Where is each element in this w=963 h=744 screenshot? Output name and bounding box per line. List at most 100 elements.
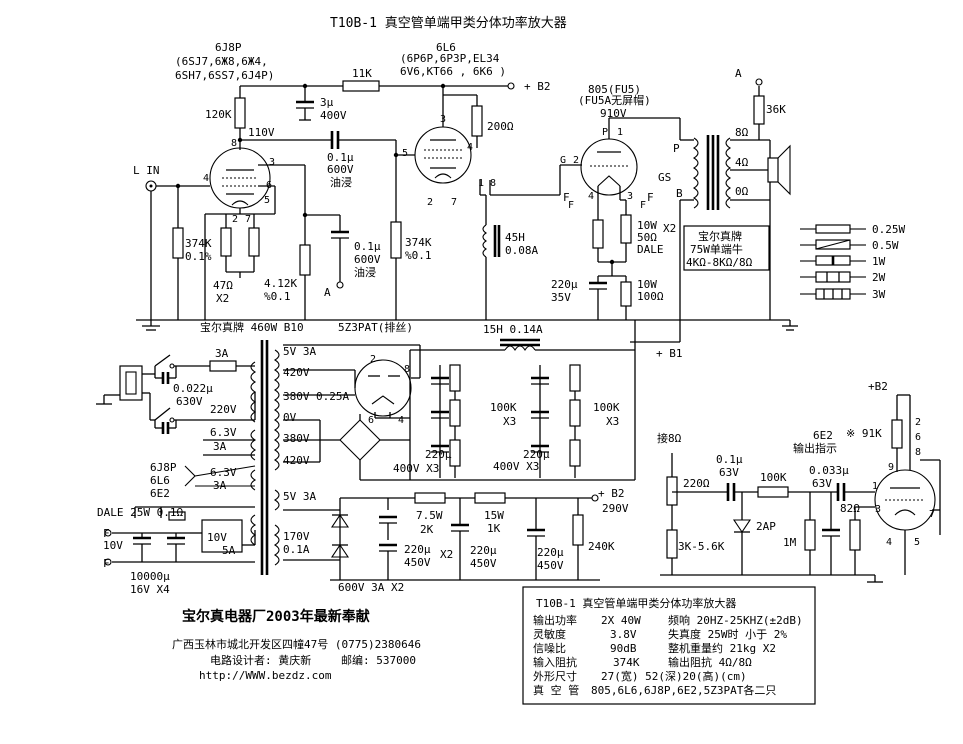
pin: 6: [915, 432, 921, 443]
maker-designer: 电路设计者: 黄庆新: [210, 653, 311, 667]
pin: 9: [888, 462, 894, 473]
sec-label: 5V 3A: [283, 490, 316, 503]
r2k-label: 2K: [420, 523, 434, 536]
gs-label: GS: [658, 171, 671, 184]
sec-label: 0V: [283, 411, 297, 424]
spec-table: T10B-1 真空管单端甲类分体功率放大器 输出功率 2X 40W 频响 20H…: [522, 586, 816, 705]
r82-label: 82Ω: [840, 502, 860, 515]
c0022v-label: 630V: [176, 395, 203, 408]
pin: 4: [398, 415, 404, 426]
choke1b-label: 0.08A: [505, 244, 538, 257]
pin: P: [602, 127, 608, 138]
fil-tube: 6J8P: [150, 461, 177, 474]
c01-2v-label: 600V: [354, 253, 381, 266]
tube-subs: 输出指示: [793, 441, 837, 455]
r100k-x: X3: [503, 415, 516, 428]
pin: 5: [914, 537, 920, 548]
pin: 3: [269, 157, 275, 168]
pin: 6: [368, 415, 374, 426]
pin: F: [568, 200, 574, 211]
l-in-label: L IN: [133, 164, 160, 177]
r47x-label: X2: [216, 292, 229, 305]
pin: 7: [451, 197, 457, 208]
diode-label: 600V 3A X2: [338, 581, 404, 594]
spec-title: T10B-1 真空管单端甲类分体功率放大器: [536, 596, 736, 610]
f-label: F: [103, 527, 110, 540]
reg2-label: 5A: [222, 544, 236, 557]
r1k-label: 1K: [487, 522, 501, 535]
f-label: F: [647, 191, 654, 204]
pin: 4: [588, 191, 594, 202]
page-title: T10B-1 真空管单端甲类分体功率放大器: [330, 15, 567, 31]
r100k-label: 100K: [760, 471, 787, 484]
spec-extra: 频响 20HZ-25KHZ(±2dB): [668, 613, 803, 627]
pin: 7: [245, 214, 251, 225]
b2-290-label: + B2: [598, 487, 625, 500]
maker-url: http://WWW.bezdz.com: [199, 669, 332, 682]
c10000v-label: 16V X4: [130, 583, 170, 596]
r36k-label: 36K: [766, 103, 786, 116]
spec-key: 外形尺寸: [533, 669, 577, 683]
c220-label: 220μ: [537, 546, 564, 559]
r91k-label: ※ 91K: [846, 427, 882, 440]
amp-wiring: [136, 78, 798, 343]
a-label: A: [324, 286, 331, 299]
r3k-label: 3K-5.6K: [678, 540, 725, 553]
fil-tube: 6L6: [150, 474, 170, 487]
b1-label: + B1: [656, 347, 683, 360]
spec-key: 输入阻抗: [533, 655, 577, 669]
tube-subs: (FU5A无屏帽): [578, 94, 651, 107]
r50-label: 50Ω: [637, 231, 657, 244]
maker-name: 宝尔真电器厂2003年最新奉献: [182, 608, 370, 625]
otx-label: 4KΩ-8KΩ/8Ω: [686, 256, 753, 269]
r374-2-label: 374K: [405, 236, 432, 249]
tube-5z3pat: 5Z3PAT(排丝) 2 8 6 4: [338, 320, 413, 426]
r15w-label: 15W: [484, 509, 504, 522]
r100k-label: 100K: [490, 401, 517, 414]
c01-2-label: 0.1μ: [354, 240, 381, 253]
pin: 7: [929, 509, 935, 520]
spec-val: 374K: [613, 656, 640, 669]
component-labels: 11K + B2 3μ 400V 120K 110V 200Ω 0.1μ 600…: [97, 67, 888, 596]
c0033v-label: 63V: [812, 477, 832, 490]
tube-subs: 6V6,KT66 , 6K6 ): [400, 65, 506, 78]
choke1-label: 45H: [505, 231, 525, 244]
p-label: P: [673, 142, 680, 155]
spec-val: 805,6L6,6J8P,6E2,5Z3PAT各二只: [591, 683, 776, 697]
pin: G: [560, 155, 566, 166]
fil-label: 3A: [213, 479, 227, 492]
r100k-label: 100K: [593, 401, 620, 414]
v290-label: 290V: [602, 502, 629, 515]
r10w-label: 10W: [637, 219, 657, 232]
spec-extra: 失真度 25W时 小于 2%: [668, 627, 787, 641]
c220-label: 220μ: [523, 448, 550, 461]
tube-label: 6J8P: [215, 41, 242, 54]
f-label: F: [103, 557, 110, 570]
a-label: A: [735, 67, 742, 80]
c01-label: 0.1μ: [327, 151, 354, 164]
tap0: 0Ω: [735, 185, 749, 198]
sec-label: 0.25A: [316, 390, 349, 403]
sec-label: 380V: [283, 390, 310, 403]
spec-val: 2X 40W: [601, 614, 641, 627]
r10w100-label: 10W: [637, 278, 657, 291]
pin: 8: [490, 178, 496, 189]
pin: 1: [872, 481, 878, 492]
r374-label: 374K: [185, 237, 212, 250]
r200-label: 200Ω: [487, 120, 514, 133]
pin: 5: [264, 195, 270, 206]
fuse-label: 3A: [215, 347, 229, 360]
resistor-legend: 0.25W 0.5W 1W 2W 3W: [800, 223, 905, 301]
pin: 2: [370, 354, 376, 365]
c3u-label: 3μ: [320, 96, 334, 109]
r220-label: 220Ω: [683, 477, 710, 490]
choke2-label: 15H 0.14A: [483, 323, 543, 336]
v10-label: 10V: [103, 539, 123, 552]
pin: 8: [231, 138, 237, 149]
c01o-label: 油浸: [330, 175, 352, 189]
fil-label: 6.3V: [210, 466, 237, 479]
tube-subs: 6SH7,6SS7,6J4P): [175, 69, 274, 82]
c220v-label: 400V X3: [493, 460, 539, 473]
maker-address: 广西玉林市城北开发区四幢47号 (0775)2380646: [172, 637, 421, 651]
